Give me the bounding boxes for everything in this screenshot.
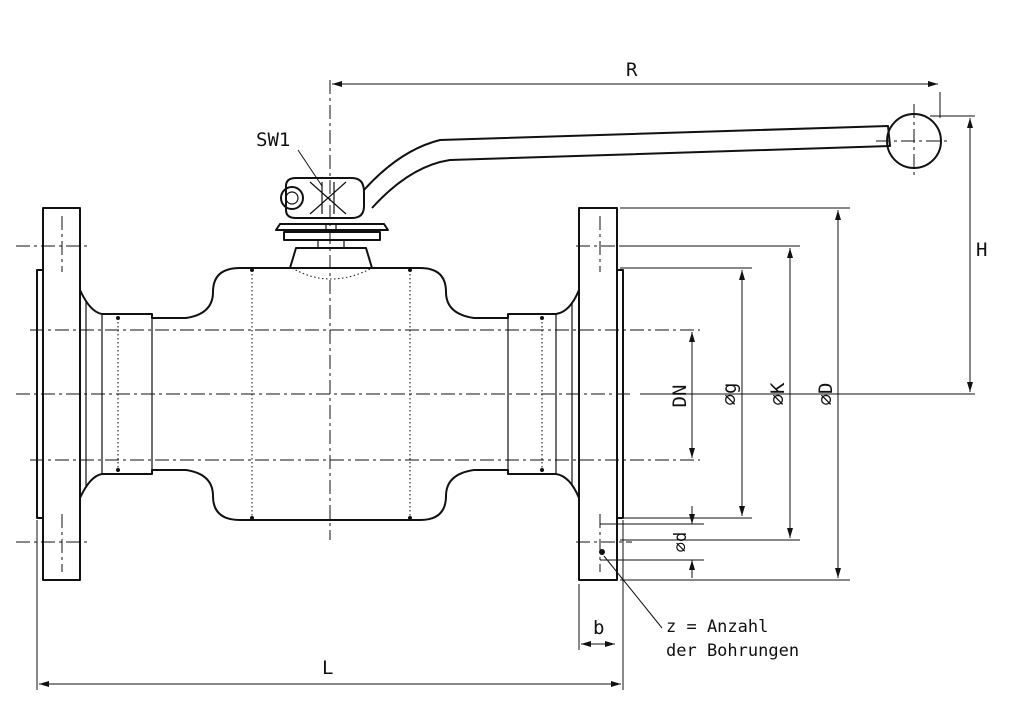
label-g: ⌀g (719, 383, 741, 406)
dimension-lines (36, 81, 975, 690)
label-h: H (976, 239, 987, 261)
label-l: L (322, 657, 333, 679)
label-d-hole: ⌀d (671, 532, 691, 552)
label-b: b (593, 617, 604, 639)
label-k: ⌀K (767, 382, 789, 405)
handle-head (280, 177, 365, 219)
label-dn: DN (669, 385, 691, 408)
bolt-hole-marker (599, 549, 605, 555)
stem-bonnet (275, 223, 389, 269)
center-lines (16, 80, 950, 572)
label-d-outer: ⌀D (815, 383, 837, 406)
label-sw1: SW1 (256, 129, 290, 151)
note-line-1: z = Anzahl (666, 617, 768, 637)
handle-lever (363, 125, 891, 209)
label-r: R (626, 59, 638, 81)
note-line-2: der Bohrungen (666, 641, 799, 661)
